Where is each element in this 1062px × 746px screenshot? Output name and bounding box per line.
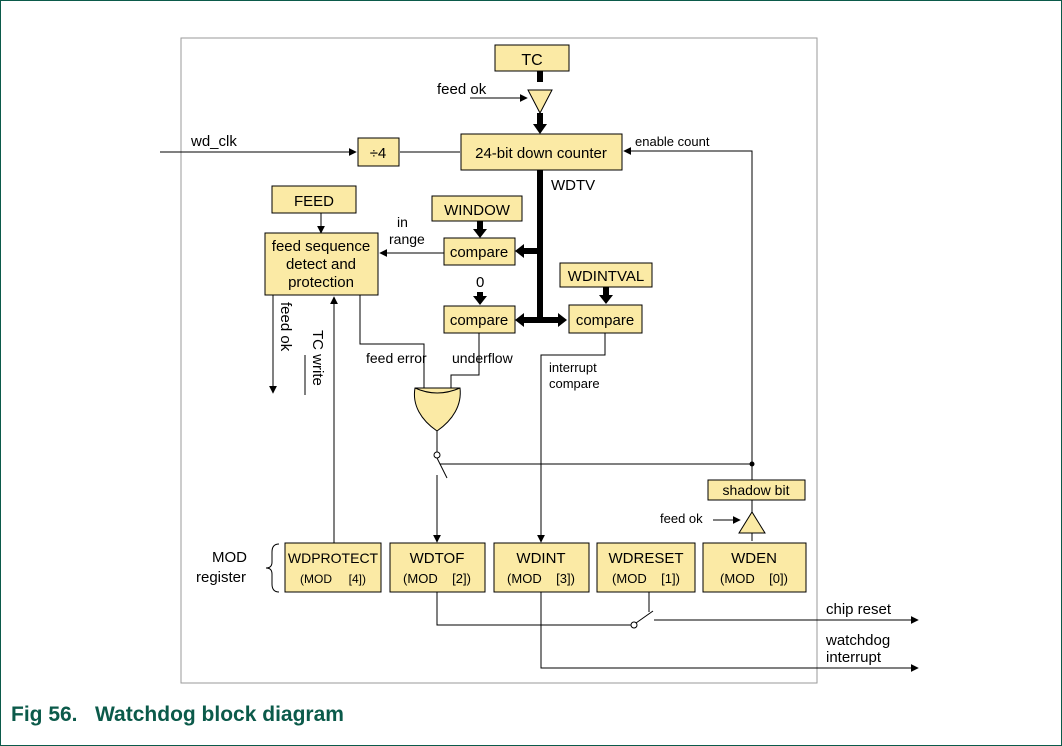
wd-clk-label: wd_clk [190,133,237,150]
wdintval-label: WDINTVAL [568,268,644,285]
mod-register-brace [265,543,280,593]
shadow-bit-buffer [738,511,766,534]
in-range-label-2: range [389,231,425,247]
wdprotect-sub: (MOD [4]) [300,572,366,586]
wdtof-name: WDTOF [410,550,465,567]
mod-register-label-1: MOD [212,549,247,566]
down-counter-label: 24-bit down counter [475,145,607,162]
feed-seq-line-2: detect and [286,256,356,273]
tc-label: TC [521,52,542,69]
in-range-label-1: in [397,214,408,230]
wden-sub: (MOD [0]) [720,571,788,586]
divider-label: ÷4 [370,145,387,162]
feed-ok-top-label: feed ok [437,81,487,98]
figure-caption: Fig 56. Watchdog block diagram [11,703,344,726]
wdintval-block: WDINTVAL [559,262,653,288]
compare-zero-label: compare [450,312,508,329]
shadow-bit-label: shadow bit [723,482,790,498]
mod-field-wdtof: WDTOF (MOD [2]) [389,542,486,593]
wdreset-name: WDRESET [609,550,684,567]
or-gate [413,387,461,432]
window-label: WINDOW [444,202,511,219]
mod-field-wdreset: WDRESET (MOD [1]) [596,542,696,593]
diagram-border [180,37,818,684]
wdtof-sub: (MOD [2]) [403,571,471,586]
feed-ok-shadow-label: feed ok [660,511,703,526]
interrupt-compare-label-1: interrupt [549,360,597,375]
chip-reset-label: chip reset [826,601,892,618]
feed-error-label: feed error [366,350,427,366]
tc-block: TC [494,44,570,72]
zero-label: 0 [476,274,484,291]
wdtv-bus [473,70,613,327]
enable-count-label: enable count [635,134,710,149]
wdint-sub: (MOD [3]) [507,571,575,586]
window-block: WINDOW [431,195,523,222]
feed-ok-buffer [527,89,553,115]
tc-write-label: TC write [309,330,326,386]
watchdog-interrupt-label-1: watchdog [825,632,890,649]
mod-field-wdprotect: WDPROTECT (MOD [4]) [284,542,382,593]
divider-block: ÷4 [357,137,400,167]
mod-field-wdint: WDINT (MOD [3]) [493,542,590,593]
compare-int-block: compare [568,304,643,334]
feed-ok-vertical-label: feed ok [277,302,294,352]
wdreset-sub: (MOD [1]) [612,571,680,586]
watchdog-interrupt-label-2: interrupt [826,649,882,666]
mod-register-label-2: register [196,569,246,586]
feed-sequence-block: feed sequence detect and protection [264,232,379,296]
underflow-label: underflow [452,350,514,366]
compare-int-label: compare [576,312,634,329]
feed-seq-line-1: feed sequence [272,238,370,255]
mod-field-wden: WDEN (MOD [0]) [702,542,807,593]
compare-window-label: compare [450,244,508,261]
wdint-name: WDINT [516,550,565,567]
feed-seq-line-3: protection [288,274,354,291]
feed-label: FEED [294,193,334,210]
feed-block: FEED [271,185,357,214]
signal-lines [160,147,919,672]
compare-window-block: compare [443,237,516,266]
interrupt-compare-label-2: compare [549,376,600,391]
compare-zero-block: compare [443,305,516,334]
wden-name: WDEN [731,550,777,567]
shadow-bit-block: shadow bit [707,479,806,501]
down-counter-block: 24-bit down counter [460,133,623,171]
wdtv-label: WDTV [551,177,595,194]
wdprotect-name: WDPROTECT [288,550,379,566]
